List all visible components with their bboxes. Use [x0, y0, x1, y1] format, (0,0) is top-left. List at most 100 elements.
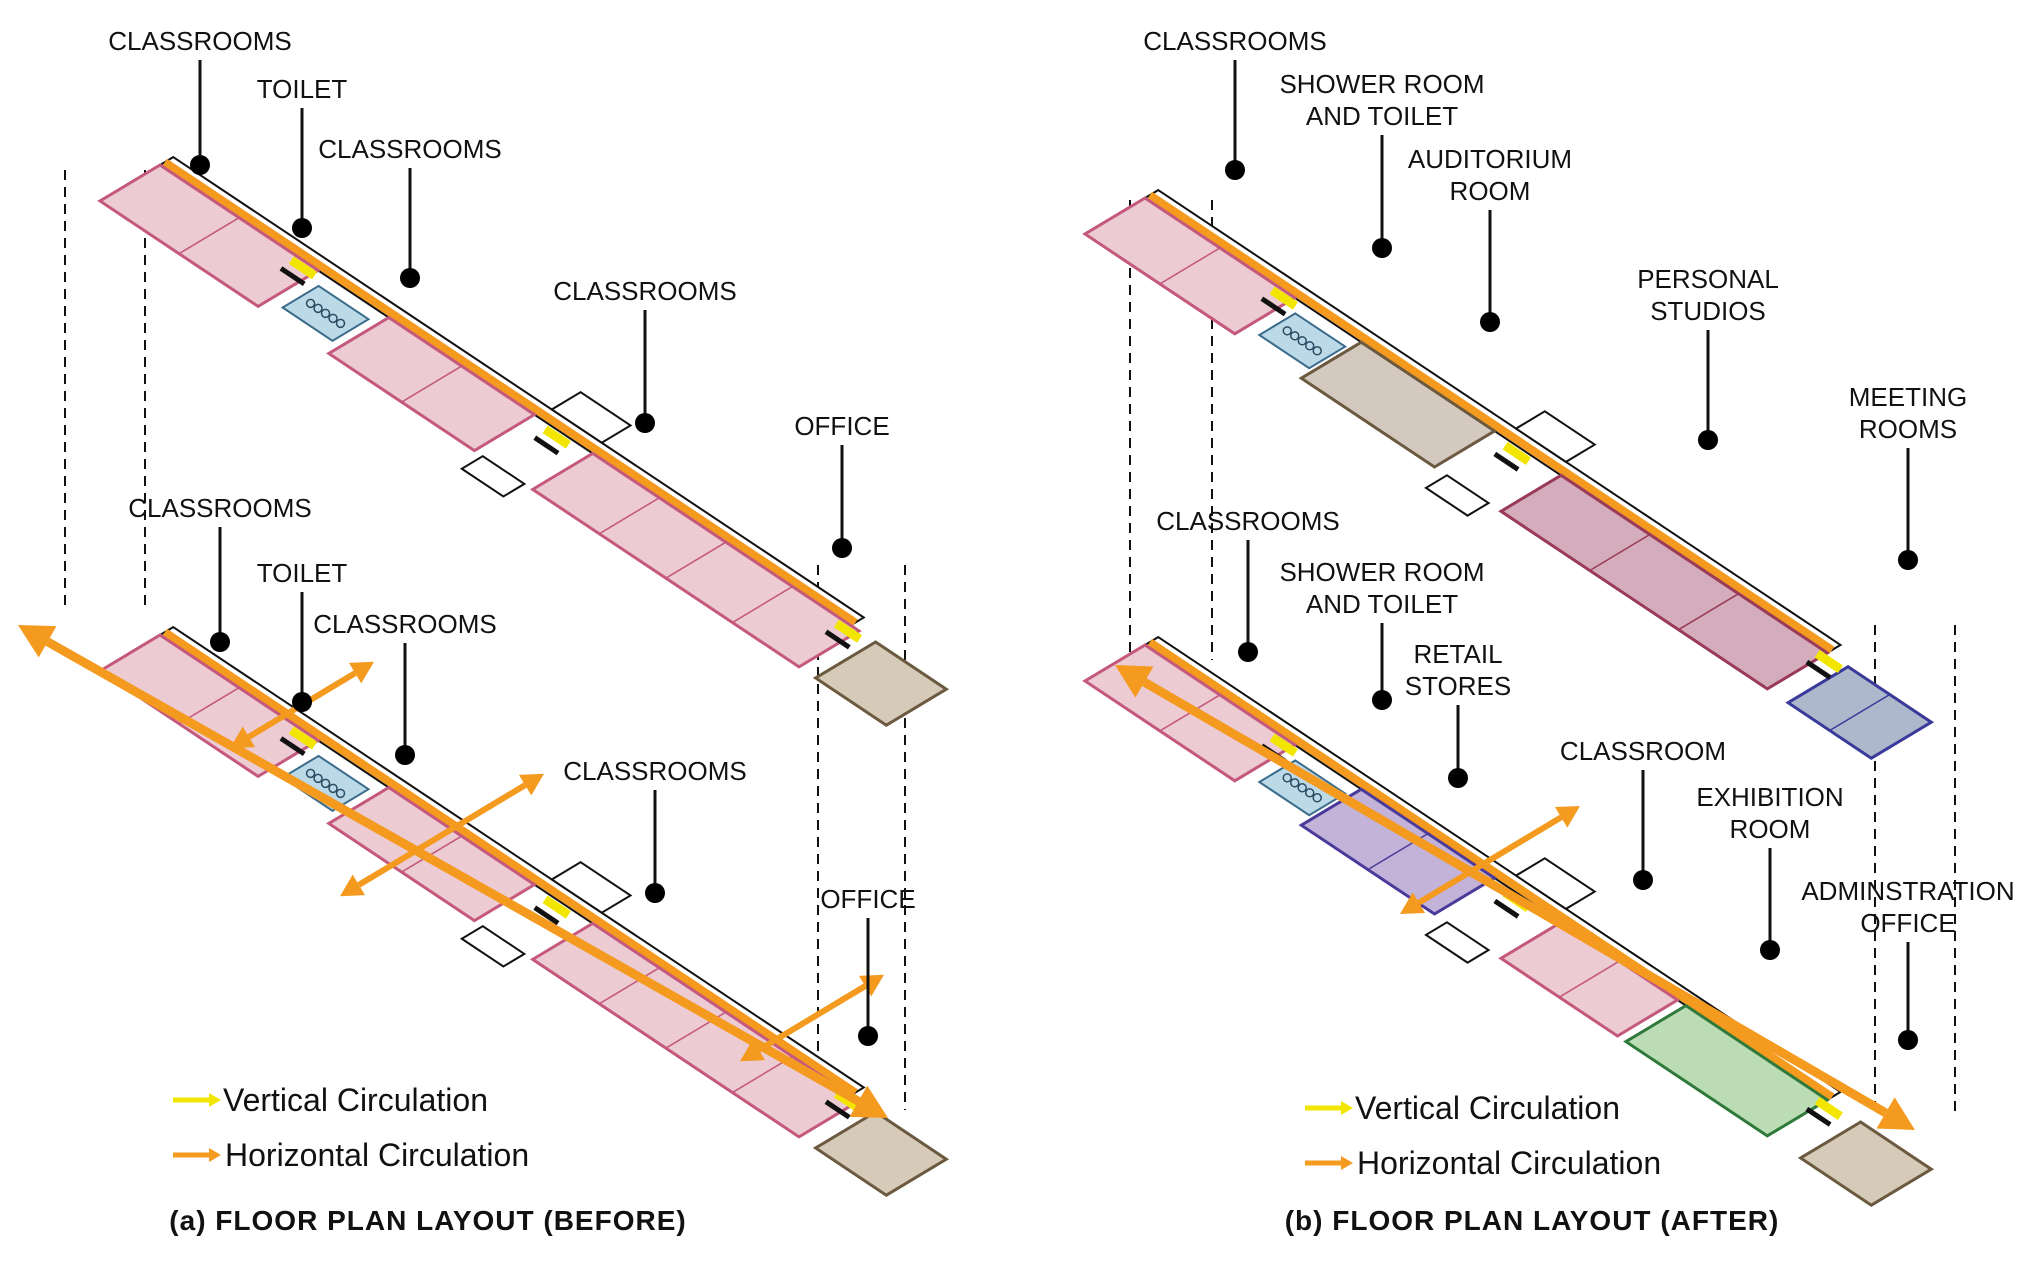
- upper-classrooms-3: [529, 451, 862, 669]
- upper-toilet-label: TOILET: [257, 74, 348, 104]
- b-upper-classrooms-label: CLASSROOMS: [1143, 26, 1327, 56]
- horizontal-circulation-swatch-head: [209, 1148, 221, 1162]
- vertical-circulation-swatch-head: [1341, 1101, 1353, 1115]
- b-upper-auditorium-label: ROOM: [1450, 176, 1531, 206]
- upper-classrooms-1-label: CLASSROOMS: [108, 26, 292, 56]
- vertical-circulation-mark: [542, 425, 571, 449]
- b-upper-meeting-rooms-label: MEETING: [1849, 382, 1967, 412]
- b-lower-shower-toilet-label: AND TOILET: [1306, 589, 1458, 619]
- b-lower-admin-office-label: ADMINSTRATION: [1801, 876, 2014, 906]
- stair-mark: [1805, 659, 1832, 680]
- fixture-icon: [328, 313, 338, 324]
- fixture-icon: [1289, 778, 1300, 788]
- lower-classrooms-3-marker: [645, 883, 665, 903]
- fixture-icon: [313, 303, 323, 314]
- lower-classrooms-2-divider: [401, 835, 463, 873]
- b-lower-horizontal-arrow-shaft: [1142, 678, 1888, 1117]
- upper-classrooms-2-label: CLASSROOMS: [318, 134, 502, 164]
- b-lower-retail-stores-marker: [1448, 768, 1468, 788]
- office-cross-arrow-shaft: [757, 983, 867, 1053]
- fixture-icon: [1312, 346, 1322, 356]
- upper-office-marker: [832, 538, 852, 558]
- b-lower-shower-toilet-label: SHOWER ROOM: [1279, 557, 1484, 587]
- b-upper-meeting-rooms-divider: [1829, 693, 1891, 732]
- b-lower-exhibition-room-label: ROOM: [1730, 814, 1811, 844]
- b-lower-classrooms-label: CLASSROOMS: [1156, 506, 1340, 536]
- b-lower-horizontal-circulation: [1147, 638, 1835, 1101]
- entry-cross-arrow-shaft: [357, 782, 527, 888]
- vertical-circulation-mark: [1502, 441, 1531, 465]
- upper-classrooms-3-marker: [635, 413, 655, 433]
- fixture-icon: [1297, 336, 1307, 346]
- lower-classrooms-3-divider: [598, 967, 660, 1005]
- fixture-icon: [305, 768, 316, 779]
- upper-toilet-marker: [292, 218, 312, 238]
- b-lower-exhibition-room-marker: [1760, 940, 1780, 960]
- upper-classrooms-2: [325, 315, 538, 453]
- panel-caption: (b) FLOOR PLAN LAYOUT (AFTER): [1285, 1205, 1780, 1236]
- b-upper-auditorium-label: AUDITORIUM: [1408, 144, 1572, 174]
- lower-office-outline: [812, 1110, 950, 1197]
- horizontal-circulation-swatch-head: [1341, 1156, 1353, 1170]
- fixture-icon: [320, 778, 331, 789]
- stair-mark: [1493, 898, 1520, 919]
- fixture-icon: [328, 783, 338, 794]
- b-upper-shower-toilet-marker: [1372, 238, 1392, 258]
- b-upper-auditorium-outline: [1298, 340, 1498, 469]
- fixture-icon: [1304, 341, 1315, 351]
- b-lower-admin-office-outline: [1797, 1120, 1935, 1207]
- lower-office: [812, 1110, 950, 1197]
- b-lower-admin-office: [1797, 1120, 1935, 1207]
- lower-horizontal-arrow-shaft: [45, 637, 861, 1106]
- legend-horizontal-label: Horizontal Circulation: [1357, 1145, 1661, 1181]
- b-lower-exhibition-room-outline: [1623, 1003, 1831, 1138]
- rear-porch: [459, 924, 527, 968]
- legend-vertical-label: Vertical Circulation: [223, 1082, 488, 1118]
- lower-classrooms-3: [529, 921, 862, 1139]
- b-upper-personal-studios-divider: [1678, 593, 1739, 631]
- rear-porch: [1424, 921, 1491, 964]
- toilet-cross-arrow-tail: [230, 726, 256, 749]
- lower-toilet-marker: [292, 692, 312, 712]
- stair-mark: [824, 629, 851, 650]
- b-upper-personal-studios-marker: [1698, 430, 1718, 450]
- b-lower-shower-toilet-marker: [1372, 690, 1392, 710]
- entry-porch: [549, 391, 633, 444]
- b-upper-meeting-rooms-label: ROOMS: [1859, 414, 1957, 444]
- upper-toilet: [280, 284, 371, 342]
- entry-porch: [1514, 410, 1597, 464]
- fixture-icon: [320, 308, 331, 319]
- b-upper-personal-studios-label: PERSONAL: [1637, 264, 1779, 294]
- vertical-circulation-mark: [542, 895, 571, 919]
- stair-mark: [1805, 1106, 1832, 1127]
- b-upper-personal-studios: [1498, 473, 1831, 691]
- lower-classrooms-1-marker: [210, 632, 230, 652]
- b-upper-auditorium-marker: [1480, 312, 1500, 332]
- b-entry-cross-arrow-tail: [1400, 892, 1426, 914]
- stair-mark: [279, 266, 306, 287]
- b-lower-classrooms-marker: [1238, 642, 1258, 662]
- lower-office-label: OFFICE: [820, 884, 915, 914]
- upper-classrooms-1-marker: [190, 155, 210, 175]
- b-lower-horizontal-arrow-head: [1876, 1097, 1915, 1130]
- b-upper-auditorium: [1298, 340, 1498, 469]
- upper-toilet-outline: [280, 284, 371, 342]
- b-entry-cross-arrow-shaft: [1417, 814, 1563, 906]
- vertical-circulation-mark: [1814, 1096, 1843, 1120]
- vertical-circulation-mark: [1814, 649, 1843, 673]
- b-upper-shower-toilet: [1257, 312, 1348, 370]
- b-lower-exhibition-room: [1623, 1003, 1831, 1138]
- b-upper-personal-studios-outline: [1498, 473, 1831, 691]
- entry-cross-arrow-tail: [340, 874, 366, 897]
- upper-office-outline: [812, 640, 950, 727]
- stair-mark: [533, 905, 560, 926]
- fixture-icon: [1312, 793, 1322, 803]
- entry-porch: [1514, 857, 1597, 911]
- b-lower-admin-office-label: OFFICE: [1860, 908, 1955, 938]
- stair-mark: [533, 435, 560, 456]
- b-upper-personal-studios-divider: [1589, 533, 1651, 572]
- b-lower-horizontal-arrow-tail: [1115, 665, 1154, 698]
- lower-toilet: [280, 754, 371, 812]
